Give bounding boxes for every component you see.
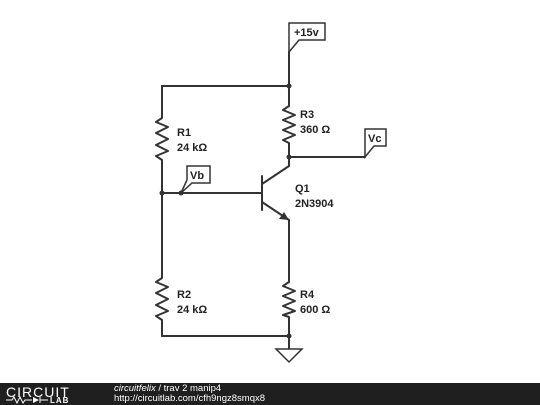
author-link[interactable]: circuitfelix (114, 383, 156, 394)
junction-node (286, 154, 292, 160)
logo-circuit-icon (6, 396, 48, 404)
r2-ref: R2 (177, 289, 191, 301)
circuit-title: trav 2 manip4 (163, 383, 222, 394)
vc-label: Vc (368, 133, 381, 145)
r2-value: 24 kΩ (177, 304, 207, 316)
transistor-q1[interactable]: Q1 2N3904 (261, 165, 334, 221)
resistor-r4[interactable]: R4 600 Ω (282, 279, 330, 319)
ground-icon (274, 348, 304, 364)
q1-ref: Q1 (295, 183, 310, 195)
q1-value: 2N3904 (295, 198, 334, 210)
circuit-url[interactable]: http://circuitlab.com/cfh9ngz8smqx8 (114, 393, 266, 404)
r4-value: 600 Ω (300, 304, 330, 316)
supply-flag[interactable]: +15v (288, 22, 326, 55)
vc-flag[interactable]: Vc (364, 128, 387, 160)
circuitlab-logo[interactable]: CIRCUIT LAB (6, 384, 92, 405)
junction-node (159, 190, 165, 196)
junction-node (286, 333, 292, 339)
supply-label: +15v (294, 27, 320, 39)
footer-title-line: circuitfelix / trav 2 manip4 (114, 384, 265, 394)
resistor-r2[interactable]: R2 24 kΩ (155, 275, 207, 323)
schematic-canvas: +15v R1 24 kΩ R2 24 kΩ (155, 22, 387, 364)
r1-ref: R1 (177, 127, 191, 139)
wires (161, 51, 366, 350)
r3-ref: R3 (300, 109, 314, 121)
ground-symbol[interactable] (274, 348, 304, 364)
vb-label: Vb (190, 170, 204, 182)
r4-ref: R4 (300, 289, 315, 301)
junction-nodes (159, 83, 292, 339)
junction-node (178, 190, 184, 196)
r1-value: 24 kΩ (177, 142, 207, 154)
junction-node (286, 83, 292, 89)
r3-value: 360 Ω (300, 124, 330, 136)
title-separator: / (155, 383, 164, 394)
emitter-arrow-icon (279, 212, 289, 220)
vb-flag[interactable]: Vb (180, 165, 211, 194)
footer-bar: CIRCUIT LAB circuitfelix / trav 2 manip4… (0, 383, 540, 405)
footer-info: circuitfelix / trav 2 manip4 http://circ… (114, 384, 265, 404)
resistor-r3[interactable]: R3 360 Ω (282, 103, 330, 146)
resistor-r1[interactable]: R1 24 kΩ (155, 115, 207, 163)
logo-text-lab: LAB (50, 396, 70, 405)
logo-text-circuit: CIRCUIT (6, 384, 70, 400)
